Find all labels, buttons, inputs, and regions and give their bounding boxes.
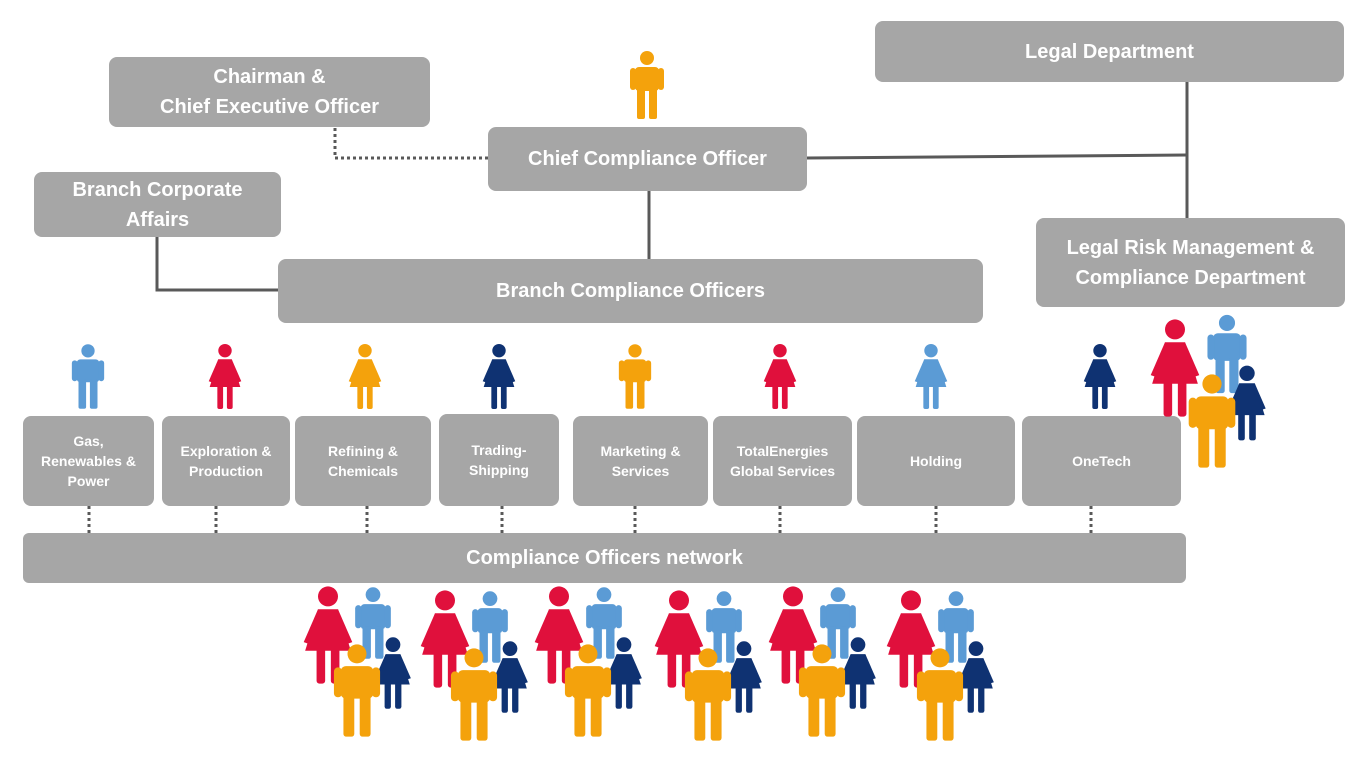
male-person-icon (69, 343, 107, 410)
branch-corporate-affairs-box: Branch Corporate Affairs (34, 172, 281, 237)
male-person-icon (912, 647, 968, 742)
female-person-icon (910, 343, 952, 410)
branch-corporate-affairs-line1: Branch Corporate (72, 178, 243, 201)
chief-compliance-officer-person-icon (627, 50, 667, 120)
branch-label-line: Holding (909, 453, 963, 469)
male-person-icon (446, 647, 502, 742)
male-person-icon (1184, 373, 1240, 469)
branch-compliance-officers-label: Branch Compliance Officers (496, 280, 765, 302)
legal-department-label: Legal Department (1025, 40, 1194, 63)
branch-label-line: Trading- (471, 442, 527, 458)
branch-label-line: Services (611, 463, 670, 479)
male-person-icon (616, 343, 654, 410)
connector-chairman-to-cco (333, 128, 488, 160)
branch-box-gas-renewables-power: Gas, Renewables & Power (23, 416, 154, 506)
male-person-icon (794, 643, 850, 738)
compliance-officers-network-label: Compliance Officers network (466, 547, 743, 569)
branch-label-line: Exploration & (180, 443, 272, 459)
branch-box-holding: Holding (857, 416, 1015, 506)
male-person-icon (560, 643, 616, 738)
chairman-label-line1: Chairman & (213, 66, 326, 88)
branch-network-connectors (87, 506, 1093, 540)
branch-label-line: Renewables & (41, 453, 136, 469)
chief-compliance-officer-label: Chief Compliance Officer (528, 148, 767, 170)
branch-label-line: Global Services (729, 463, 836, 479)
branch-label-line: Production (189, 463, 263, 479)
branch-label-line: Power (67, 473, 110, 489)
branch-box-totalenergies-global-services: TotalEnergies Global Services (713, 416, 852, 506)
branch-box-marketing-services: Marketing & Services (573, 416, 708, 506)
compliance-officers-network-box: Compliance Officers network (23, 533, 1186, 583)
branch-label-line: Gas, (73, 433, 104, 449)
chairman-ceo-box: Chairman & Chief Executive Officer (109, 57, 430, 127)
female-person-icon (1079, 343, 1121, 410)
female-person-icon (204, 343, 246, 410)
branch-label-line: OneTech (1072, 453, 1131, 469)
branch-box-trading-shipping: Trading- Shipping (439, 414, 559, 506)
legal-department-box: Legal Department (875, 21, 1344, 82)
branch-box-exploration-production: Exploration & Production (162, 416, 290, 506)
male-person-icon (680, 647, 736, 742)
branch-label-line: Refining & (328, 443, 398, 459)
legal-risk-line1: Legal Risk Management & (1066, 236, 1315, 259)
branch-label-line: Marketing & (600, 443, 681, 459)
legal-risk-line2: Compliance Department (1075, 266, 1306, 289)
branch-box-refining-chemicals: Refining & Chemicals (295, 416, 431, 506)
branch-label-line: TotalEnergies (736, 443, 829, 459)
chairman-label-line2: Chief Executive Officer (160, 96, 379, 118)
branch-label-line: Shipping (469, 462, 529, 478)
male-person-icon (329, 643, 385, 738)
branch-corporate-affairs-line2: Affairs (125, 208, 190, 231)
female-person-icon (759, 343, 801, 410)
chief-compliance-officer-box: Chief Compliance Officer (488, 127, 807, 191)
connector-cco-to-legal (806, 153, 1188, 160)
branch-box-onetech: OneTech (1022, 416, 1181, 506)
female-person-icon (344, 343, 386, 410)
branch-label-line: Chemicals (327, 463, 399, 479)
legal-risk-compliance-box: Legal Risk Management & Compliance Depar… (1036, 218, 1345, 307)
connector-bca-to-branch (155, 237, 278, 292)
branch-compliance-officers-box: Branch Compliance Officers (278, 259, 983, 323)
female-person-icon (478, 343, 520, 410)
